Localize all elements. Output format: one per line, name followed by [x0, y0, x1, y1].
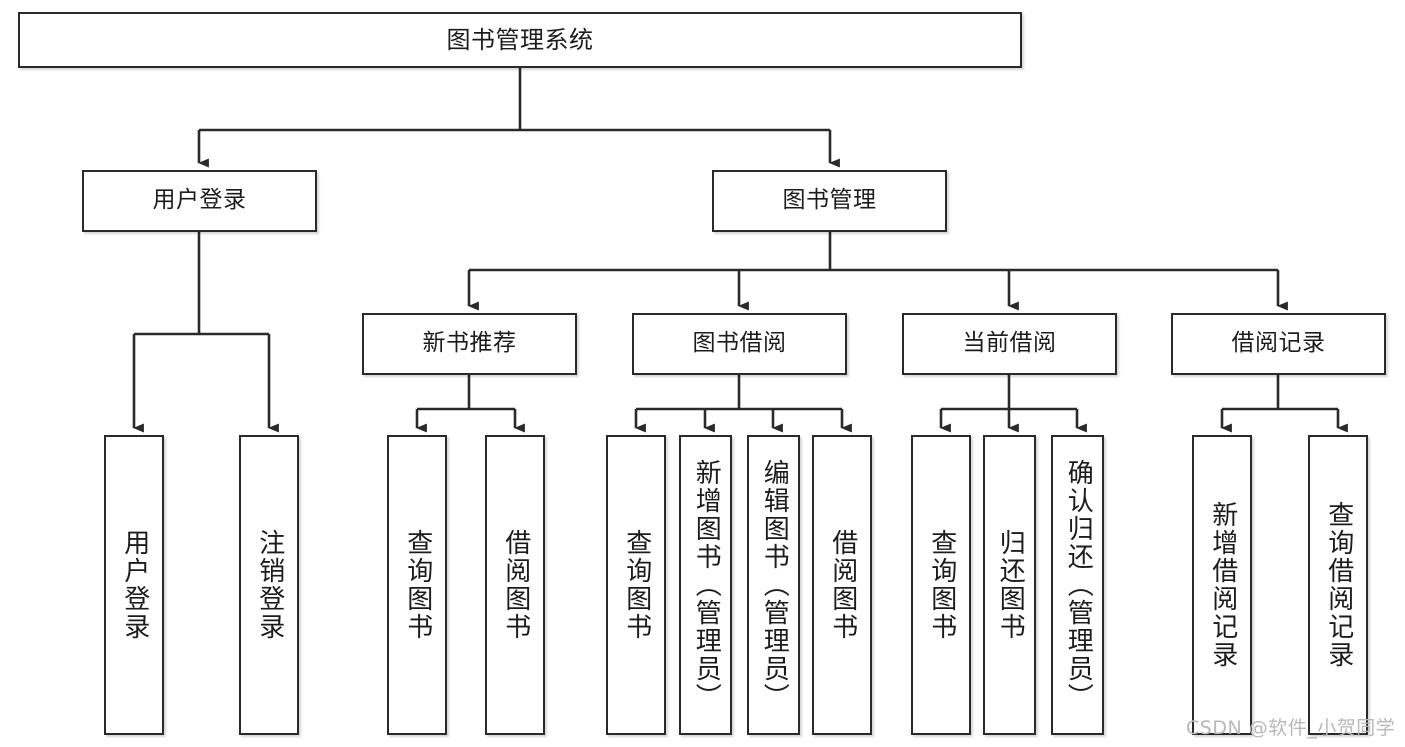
node-book-borrow[interactable]: 图书借阅	[632, 313, 847, 375]
node-leaf-user-login[interactable]: 用户登录	[104, 435, 164, 735]
node-leaf-query-record[interactable]: 查询借阅记录	[1308, 435, 1368, 735]
node-leaf-confirm-return-label: 确认归还（管理员）	[1063, 459, 1094, 711]
node-leaf-add-book-label: 新增图书（管理员）	[691, 459, 722, 711]
node-leaf-add-record[interactable]: 新增借阅记录	[1192, 435, 1252, 735]
node-leaf-borrow-book-1-label: 借阅图书	[500, 529, 531, 641]
node-leaf-edit-book[interactable]: 编辑图书（管理员）	[747, 435, 800, 735]
node-leaf-query-book-3-label: 查询图书	[926, 529, 957, 641]
node-book-management[interactable]: 图书管理	[712, 170, 947, 232]
node-book-management-label: 图书管理	[782, 187, 877, 214]
node-leaf-query-record-label: 查询借阅记录	[1323, 501, 1354, 669]
node-leaf-return-book-label: 归还图书	[995, 529, 1026, 641]
node-new-book-recommend-label: 新书推荐	[422, 330, 517, 357]
node-leaf-borrow-book-1[interactable]: 借阅图书	[485, 435, 545, 735]
node-leaf-query-book-1-label: 查询图书	[402, 529, 433, 641]
node-leaf-edit-book-label: 编辑图书（管理员）	[759, 459, 790, 711]
node-leaf-query-book-2-label: 查询图书	[621, 529, 652, 641]
node-leaf-borrow-book-2[interactable]: 借阅图书	[812, 435, 872, 735]
node-leaf-query-book-3[interactable]: 查询图书	[911, 435, 971, 735]
node-root[interactable]: 图书管理系统	[18, 12, 1022, 68]
node-current-borrow[interactable]: 当前借阅	[902, 313, 1117, 375]
node-leaf-query-book-1[interactable]: 查询图书	[387, 435, 447, 735]
node-leaf-borrow-book-2-label: 借阅图书	[827, 529, 858, 641]
node-leaf-add-book[interactable]: 新增图书（管理员）	[679, 435, 732, 735]
node-borrow-record-label: 借阅记录	[1231, 330, 1326, 357]
node-leaf-user-login-label: 用户登录	[119, 529, 150, 641]
csdn-watermark: CSDN @软件_小贺同学	[1186, 717, 1396, 739]
node-leaf-query-book-2[interactable]: 查询图书	[606, 435, 666, 735]
node-borrow-record[interactable]: 借阅记录	[1171, 313, 1386, 375]
node-user-login-label: 用户登录	[152, 187, 247, 214]
node-leaf-add-record-label: 新增借阅记录	[1207, 501, 1238, 669]
node-leaf-logout-login[interactable]: 注销登录	[239, 435, 299, 735]
node-book-borrow-label: 图书借阅	[692, 330, 787, 357]
node-new-book-recommend[interactable]: 新书推荐	[362, 313, 577, 375]
node-user-login[interactable]: 用户登录	[82, 170, 317, 232]
node-leaf-confirm-return[interactable]: 确认归还（管理员）	[1051, 435, 1104, 735]
node-root-label: 图书管理系统	[446, 25, 594, 54]
node-leaf-return-book[interactable]: 归还图书	[983, 435, 1036, 735]
node-leaf-logout-login-label: 注销登录	[254, 529, 285, 641]
node-current-borrow-label: 当前借阅	[962, 330, 1057, 357]
